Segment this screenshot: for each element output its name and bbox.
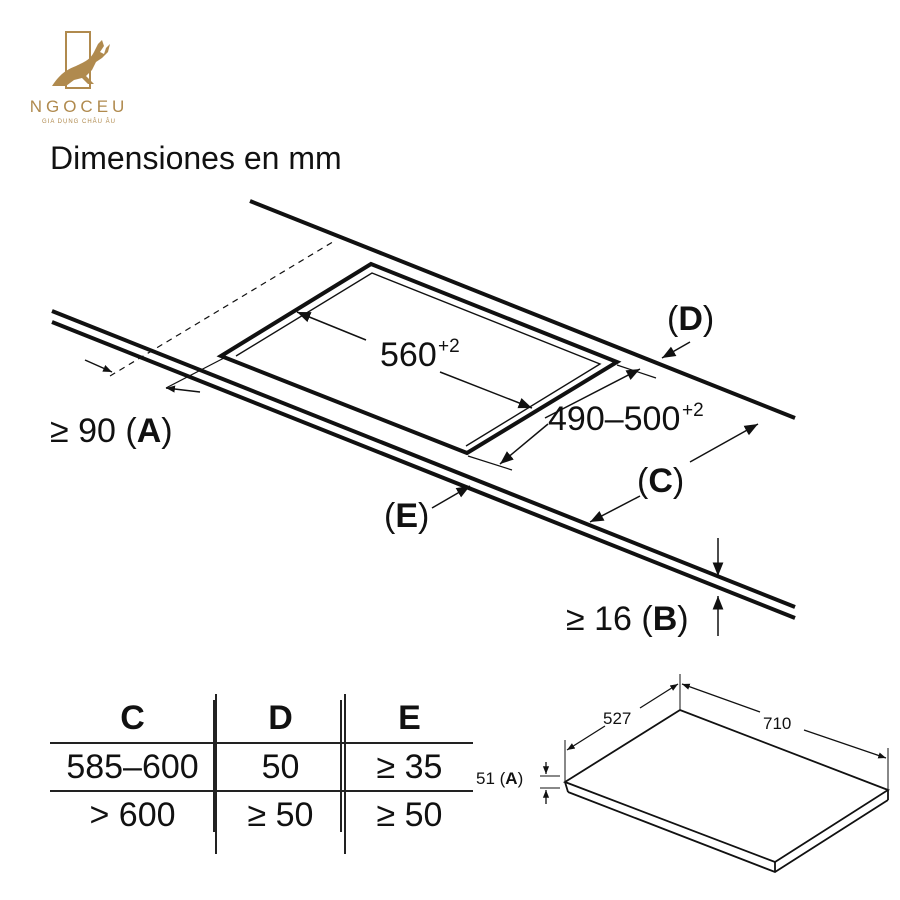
svg-text:(E): (E) bbox=[384, 497, 429, 535]
dimension-a-front: ≥ 90 (A) bbox=[50, 357, 225, 450]
hob-depth-label: 527 bbox=[603, 709, 631, 728]
page-title: Dimensiones en mm bbox=[50, 140, 342, 176]
brand-name: NGOCEU bbox=[30, 97, 129, 116]
svg-text:51 (A): 51 (A) bbox=[476, 769, 523, 788]
dimension-490-500: 490–500 +2 bbox=[467, 364, 704, 471]
label-d: D bbox=[678, 300, 703, 338]
hob-height-letter: A bbox=[505, 769, 517, 788]
cutout-width-sup: +2 bbox=[438, 336, 460, 357]
label-b: B bbox=[653, 600, 678, 638]
brand-logo: NGOCEU GIA DỤNG CHÂU ÂU bbox=[30, 31, 129, 125]
table-header-d: D bbox=[215, 694, 345, 744]
table-cell: ≥ 35 bbox=[344, 743, 473, 792]
cutout-depth-label: 490–500 bbox=[548, 400, 680, 438]
table-cell: > 600 bbox=[89, 796, 176, 834]
front-min-label: ≥ 90 ( bbox=[50, 412, 137, 450]
countertop-front-edge-bottom bbox=[51, 320, 796, 620]
countertop-back-edge bbox=[249, 199, 796, 420]
countertop bbox=[51, 199, 796, 620]
table-cell: 50 bbox=[215, 743, 345, 792]
dimension-e: (E) bbox=[384, 485, 471, 535]
dimension-b-thickness: ≥ 16 (B) bbox=[566, 538, 724, 638]
table-cell: 585–600 bbox=[50, 743, 216, 792]
table-header-e: E bbox=[344, 694, 473, 744]
svg-text:≥ 90 (A): ≥ 90 (A) bbox=[50, 412, 173, 450]
label-e: E bbox=[395, 497, 418, 535]
dimension-c: (C) bbox=[589, 423, 759, 523]
front-letter-a: A bbox=[137, 412, 162, 450]
cutout-depth-sup: +2 bbox=[682, 400, 704, 421]
table-header-c: C bbox=[50, 694, 216, 744]
cutout-width-label: 560 bbox=[380, 336, 437, 374]
table-cell: ≥ 50 bbox=[344, 791, 473, 854]
clearance-table: C D E 585–600 50 ≥ 35 > 600 ≥ 50 ≥ 50 bbox=[50, 694, 473, 854]
dimension-560: 560 +2 bbox=[296, 311, 533, 409]
hob-top-surface bbox=[562, 708, 890, 864]
hob-drawing bbox=[540, 674, 890, 874]
table-row: > 600 ≥ 50 ≥ 50 bbox=[50, 791, 473, 854]
hob-bottom-edge bbox=[567, 791, 889, 874]
hob-height-label: 51 ( bbox=[476, 769, 506, 788]
label-c: C bbox=[648, 462, 673, 500]
table-row: 585–600 50 ≥ 35 bbox=[50, 743, 473, 792]
svg-text:(D): (D) bbox=[667, 300, 714, 338]
hob-width-label: 710 bbox=[763, 714, 791, 733]
svg-text:≥ 16 (B): ≥ 16 (B) bbox=[566, 600, 689, 638]
svg-text:(C): (C) bbox=[637, 462, 684, 500]
brand-tagline: GIA DỤNG CHÂU ÂU bbox=[42, 118, 116, 125]
thickness-min-label: ≥ 16 ( bbox=[566, 600, 653, 638]
table-cell: ≥ 50 bbox=[215, 791, 345, 854]
deer-icon bbox=[52, 40, 110, 86]
dimension-d: (D) bbox=[661, 300, 714, 359]
table-header-row: C D E bbox=[50, 694, 473, 744]
countertop-front-edge-top bbox=[51, 309, 796, 609]
